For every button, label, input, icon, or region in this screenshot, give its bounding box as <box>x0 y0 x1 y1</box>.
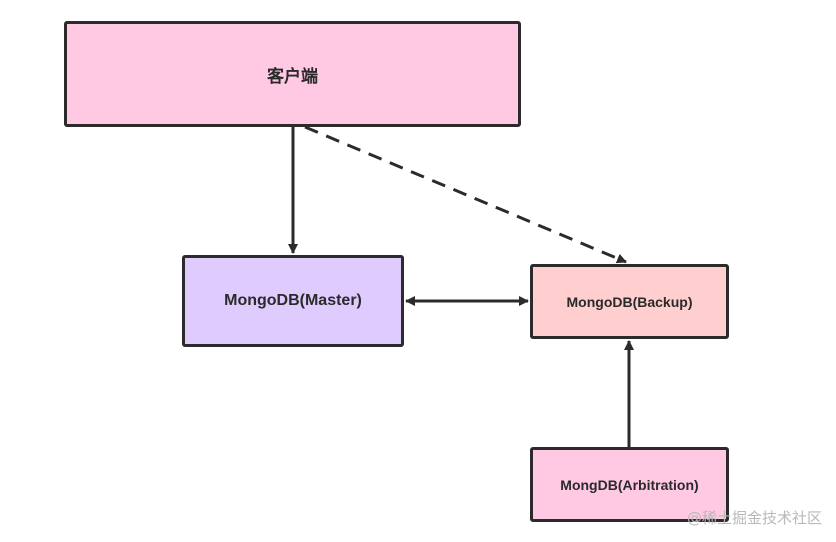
watermark: @稀土掘金技术社区 <box>686 509 822 527</box>
edge-client-to-backup-dashed <box>304 125 627 264</box>
arbitration-node-label: MongDB(Arbitration) <box>560 476 699 493</box>
client-node-label: 客户端 <box>267 66 318 87</box>
master-node: MongoDB(Master) <box>182 255 404 347</box>
backup-node-label: MongoDB(Backup) <box>566 293 693 310</box>
client-node: 客户端 <box>64 21 521 127</box>
backup-node: MongoDB(Backup) <box>530 264 729 339</box>
master-node-label: MongoDB(Master) <box>224 292 362 309</box>
arbitration-node: MongDB(Arbitration) <box>530 447 729 522</box>
